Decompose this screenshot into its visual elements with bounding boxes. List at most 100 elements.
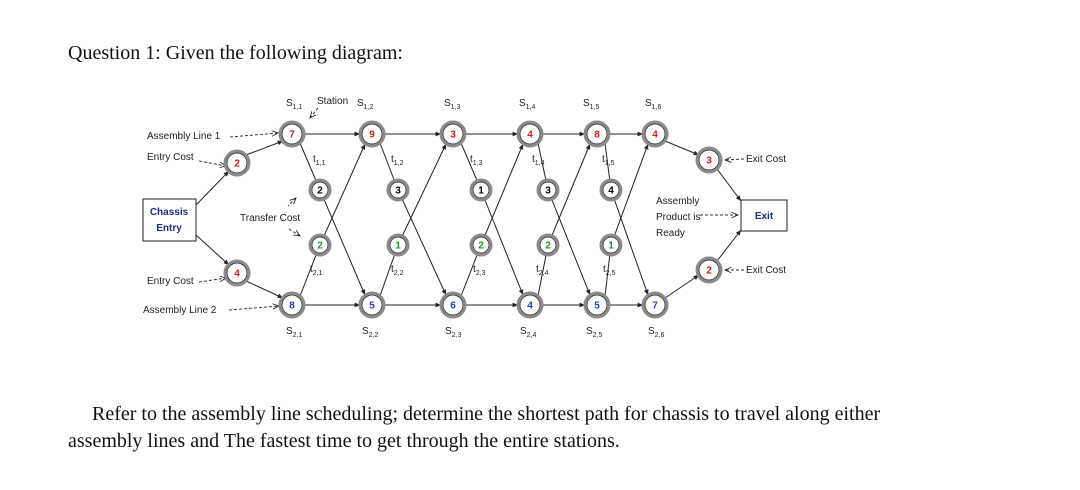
line1-station-name: S1,4 xyxy=(519,98,536,111)
entry2-dashed-arrow xyxy=(198,278,226,283)
svg-text:2: 2 xyxy=(317,241,323,252)
exit-cost-node-2: 2 xyxy=(695,256,723,284)
line2-station-node: 5 xyxy=(583,291,611,319)
line1-station-node: 3 xyxy=(439,120,467,148)
chassis-to-entry1 xyxy=(195,170,230,206)
entry2-to-s21 xyxy=(245,280,284,299)
transfer-pointer-down xyxy=(288,228,300,236)
line1-label: Assembly Line 1 xyxy=(147,131,221,142)
svg-text:2: 2 xyxy=(478,241,484,252)
transfer-2-name: t2,5 xyxy=(603,264,616,277)
svg-text:2: 2 xyxy=(317,186,323,197)
svg-text:2: 2 xyxy=(706,266,712,277)
line1-station-name: S1,2 xyxy=(357,98,374,111)
transfer-pointer-up xyxy=(287,198,296,207)
line2-station-node: 7 xyxy=(641,291,669,319)
transfer-edge xyxy=(547,143,591,246)
transfer-edge xyxy=(397,189,447,296)
line1-station-node: 9 xyxy=(358,120,386,148)
svg-text:8: 8 xyxy=(594,130,600,141)
svg-text:3: 3 xyxy=(450,130,456,141)
svg-text:7: 7 xyxy=(652,301,658,312)
transfer-1-name: t1,1 xyxy=(313,154,326,167)
svg-text:1: 1 xyxy=(395,241,401,252)
transfer-1-to-2-node: 4 xyxy=(599,178,623,202)
transfer-edge xyxy=(319,189,366,296)
transfer-2-to-1-node: 2 xyxy=(308,233,332,257)
line1-station-name: S1,6 xyxy=(645,98,662,111)
line2-station-name: S2,5 xyxy=(586,326,603,339)
svg-text:4: 4 xyxy=(608,186,614,197)
line2-station-node: 6 xyxy=(439,291,467,319)
line1-station-name: S1,3 xyxy=(444,98,461,111)
transfer-edge xyxy=(610,189,649,296)
svg-text:1: 1 xyxy=(478,186,484,197)
line2-station-node: 5 xyxy=(358,291,386,319)
question-line-2: assembly lines and The fastest time to g… xyxy=(68,430,620,452)
line2-station-name: S2,1 xyxy=(286,326,303,339)
svg-text:6: 6 xyxy=(450,301,456,312)
exit-box xyxy=(740,199,788,232)
entry1-to-s11 xyxy=(245,140,284,156)
line1-station-name: S1,1 xyxy=(286,98,303,111)
line2-station-name: S2,2 xyxy=(362,326,379,339)
transfer-1-to-2-node: 3 xyxy=(386,178,410,202)
svg-text:5: 5 xyxy=(594,301,600,312)
chassis-entry-box xyxy=(142,198,197,242)
transfer-2-to-1-node: 2 xyxy=(536,233,560,257)
exit2-to-exit xyxy=(716,229,742,262)
entry1-dashed-arrow xyxy=(198,160,226,166)
line2-station-name: S2,4 xyxy=(520,326,537,339)
svg-text:2: 2 xyxy=(545,241,551,252)
transfer-2-to-1-node: 1 xyxy=(599,233,623,257)
transfer-edge xyxy=(610,143,649,246)
ready-text-2: Product is xyxy=(656,212,700,223)
transfer-2-name: t2,1 xyxy=(310,264,323,277)
transfer-1-name: t1,4 xyxy=(532,154,545,167)
line1-station-node: 4 xyxy=(641,120,669,148)
transfer-1-name: t1,3 xyxy=(470,154,483,167)
transfer-2-name: t2,2 xyxy=(391,264,404,277)
exit-cost-node-1: 3 xyxy=(695,146,723,174)
transfer-cost-label: Transfer Cost xyxy=(240,213,300,224)
transfer-edge xyxy=(319,143,366,246)
chassis-entry-text-1: Chassis xyxy=(150,207,189,218)
exit-cost-label-2: Exit Cost xyxy=(746,265,786,276)
exit-cost-label-1: Exit Cost xyxy=(746,154,786,165)
line2-entry-cost-label: Entry Cost xyxy=(147,276,194,287)
svg-text:2: 2 xyxy=(234,159,240,170)
transfer-1-to-2-node: 2 xyxy=(308,178,332,202)
line1-station-node: 8 xyxy=(583,120,611,148)
svg-text:7: 7 xyxy=(289,130,295,141)
exit-box-text: Exit xyxy=(755,211,774,222)
svg-text:3: 3 xyxy=(395,186,401,197)
line2-station-node: 4 xyxy=(516,291,544,319)
question-line-1: Refer to the assembly line scheduling; d… xyxy=(92,403,881,425)
transfer-1-name: t1,5 xyxy=(602,154,615,167)
svg-text:4: 4 xyxy=(652,130,658,141)
chassis-to-entry2 xyxy=(195,234,230,266)
exit1-dashed-arrow xyxy=(725,159,745,160)
line1-station-name: S1,5 xyxy=(583,98,600,111)
entry-cost-node-2: 4 xyxy=(223,259,251,287)
transfer-2-name: t2,3 xyxy=(473,264,486,277)
svg-text:3: 3 xyxy=(545,186,551,197)
transfer-2-to-1-node: 1 xyxy=(386,233,410,257)
svg-text:4: 4 xyxy=(527,301,533,312)
s26-to-exit2 xyxy=(664,274,700,299)
chassis-entry-text-2: Entry xyxy=(156,223,182,234)
transfer-edge xyxy=(480,143,524,246)
svg-text:3: 3 xyxy=(706,156,712,167)
transfer-1-to-2-node: 1 xyxy=(469,178,493,202)
transfer-edge xyxy=(547,189,591,296)
svg-text:4: 4 xyxy=(234,269,240,280)
line1-station-node: 4 xyxy=(516,120,544,148)
svg-text:9: 9 xyxy=(369,130,375,141)
line2-label: Assembly Line 2 xyxy=(143,305,217,316)
line2-dashed-arrow xyxy=(228,306,279,311)
svg-text:4: 4 xyxy=(527,130,533,141)
line2-station-name: S2,6 xyxy=(648,326,665,339)
transfer-1-name: t1,2 xyxy=(391,154,404,167)
transfer-2-name: t2,4 xyxy=(536,264,549,277)
station-label: Station xyxy=(317,96,348,107)
